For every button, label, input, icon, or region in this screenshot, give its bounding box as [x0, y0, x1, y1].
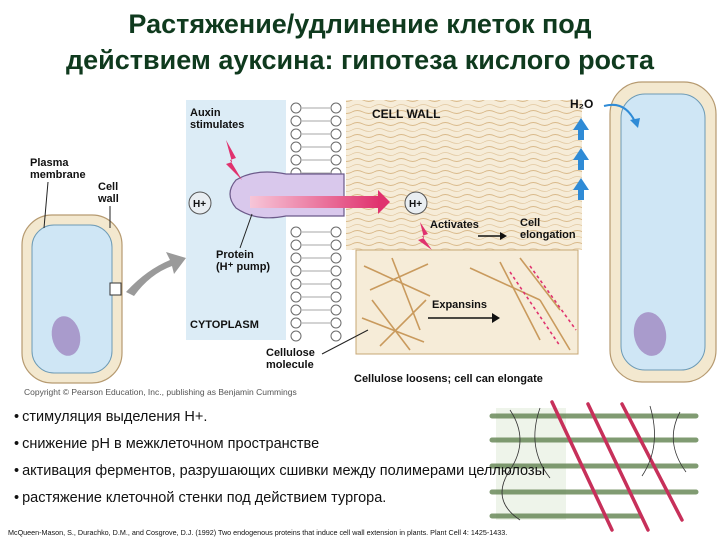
zoom-panel: H+ H+	[186, 100, 582, 382]
cellulose-fibers	[361, 257, 571, 351]
activates-bolt-icon	[418, 222, 432, 250]
cellulose-molecule-label: Cellulose molecule	[266, 347, 318, 371]
page-title: Растяжение/удлинение клеток под действие…	[0, 6, 720, 78]
proton-pump-icon	[229, 171, 345, 219]
h-plus-right-icon	[404, 191, 428, 215]
cellulose-loosens-label: Cellulose loosens; cell can elongate	[354, 373, 543, 385]
water-up-arrows	[573, 118, 589, 200]
cell-wall-small-label: Cell wall	[97, 181, 121, 205]
bullet-list: •стимуляция выделения Н+. •снижение рН в…	[14, 404, 714, 512]
citation: McQueen-Mason, S., Durachko, D.M., and C…	[8, 528, 508, 537]
plasma-membrane-label: Plasma membrane	[30, 157, 86, 181]
list-item: •снижение рН в межклеточном пространстве	[14, 436, 320, 452]
expansins-label: Expansins	[432, 299, 487, 311]
list-item: •активация ферментов, разрушающих сшивки…	[14, 463, 546, 479]
activates-label: Activates	[430, 219, 479, 231]
list-item: •растяжение клеточной стенки под действи…	[14, 490, 387, 506]
h-plus-left-icon	[188, 191, 212, 215]
copyright-note: Copyright © Pearson Education, Inc., pub…	[24, 387, 297, 397]
tall-cell	[609, 81, 717, 383]
zoom-arrow-icon	[126, 252, 186, 296]
small-cell	[21, 214, 123, 384]
h-plus-left-label: H+	[193, 199, 206, 210]
title-line-1: Растяжение/удлинение клеток под	[128, 9, 592, 39]
cytoplasm-label: CYTOPLASM	[190, 319, 259, 331]
cell-wall-label: CELL WALL	[372, 107, 440, 121]
nucleus-icon	[51, 316, 81, 356]
water-in-arrow-icon	[630, 118, 640, 128]
auxin-bolt-icon	[226, 140, 242, 180]
microfibril-illustration	[489, 400, 699, 532]
list-item: •стимуляция выделения Н+.	[14, 409, 208, 425]
h-plus-right-label: H+	[409, 199, 422, 210]
plasma-membrane-bilayer	[288, 100, 344, 342]
h2o-label: H₂O	[570, 97, 593, 111]
cell-elongation-label: Cell elongation	[520, 217, 576, 241]
title-line-2: действием ауксина: гипотеза кислого рост…	[66, 45, 654, 75]
nucleus-icon	[633, 312, 667, 356]
auxin-stimulates-label: Auxin stimulates	[190, 107, 244, 131]
protein-label: Protein (H⁺ pump)	[216, 249, 270, 273]
